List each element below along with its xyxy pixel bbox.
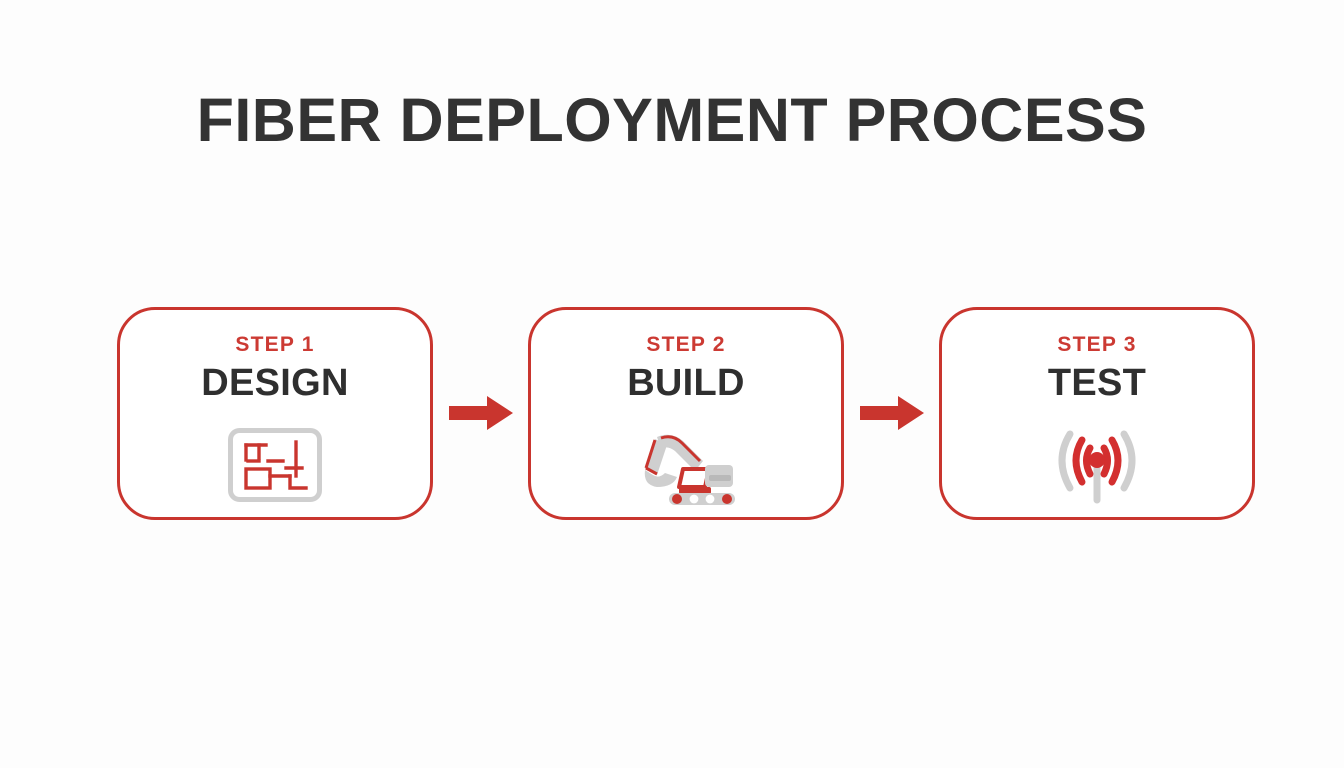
signal-waves-icon <box>1058 430 1136 504</box>
arrow-right-icon <box>859 396 924 430</box>
step-icon-container <box>1046 414 1148 517</box>
step-name: TEST <box>1047 361 1147 404</box>
flow-arrow-2 <box>857 390 927 436</box>
step-card-design[interactable]: STEP 1 DESIGN <box>117 306 433 520</box>
blueprint-icon <box>228 428 322 502</box>
step-card-build[interactable]: STEP 2 BUILD <box>528 306 844 520</box>
step-name: BUILD <box>627 361 745 404</box>
flow-arrow-1 <box>446 390 516 436</box>
process-flow: STEP 1 DESIGN <box>117 305 1255 521</box>
arrow-right-icon <box>448 396 513 430</box>
step-icon-container <box>228 414 322 517</box>
step-label: STEP 2 <box>646 332 726 356</box>
step-icon-container <box>631 414 741 517</box>
excavator-icon <box>644 434 735 505</box>
step-name: DESIGN <box>201 361 349 404</box>
step-label: STEP 1 <box>235 332 315 356</box>
step-label: STEP 3 <box>1057 332 1137 356</box>
page-title: FIBER DEPLOYMENT PROCESS <box>196 86 1148 154</box>
step-card-test[interactable]: STEP 3 TEST <box>939 306 1255 520</box>
